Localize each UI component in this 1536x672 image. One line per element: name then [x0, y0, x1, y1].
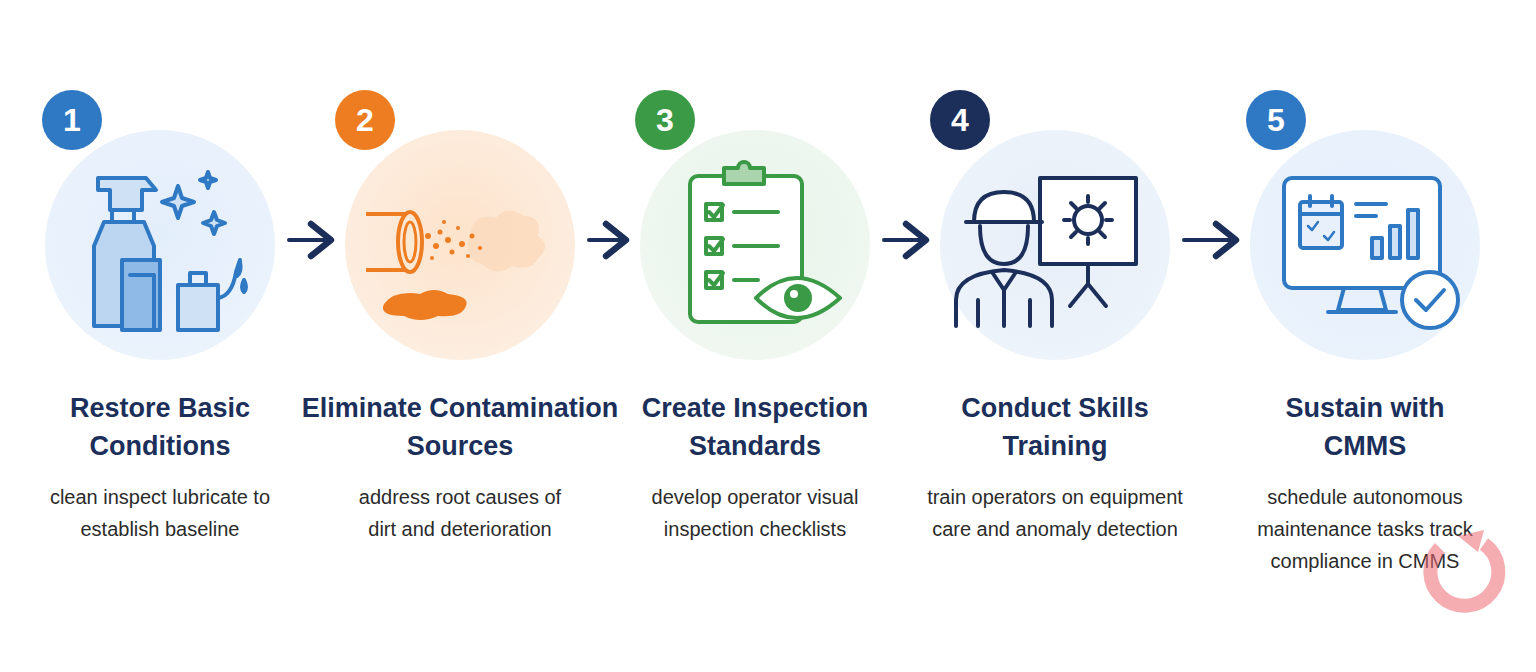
flow-arrow	[1184, 238, 1236, 242]
step-title: Conduct Skills Training	[940, 389, 1170, 465]
step-description: clean inspect lubricate to establish bas…	[48, 481, 273, 545]
step-number-badge: 2	[335, 90, 395, 150]
step-number-badge: 4	[930, 90, 990, 150]
step-description: develop operator visual inspection check…	[633, 481, 878, 545]
step-description: address root causes of dirt and deterior…	[344, 481, 576, 545]
step-title: Sustain with CMMS	[1260, 389, 1470, 465]
step-circle: Restore Basic Conditionsclean inspect lu…	[45, 130, 275, 360]
step-circle: Eliminate Contamination Sourcesaddress r…	[345, 130, 575, 360]
flow-arrow	[589, 238, 626, 242]
step-description: train operators on equipment care and an…	[908, 481, 1203, 545]
step-circle: Sustain with CMMSschedule autonomous mai…	[1250, 130, 1480, 360]
flow-arrow	[884, 238, 926, 242]
callout-number: 2	[356, 102, 374, 139]
step-circle: Create Inspection Standardsdevelop opera…	[640, 130, 870, 360]
step-title: Eliminate Contamination Sources	[295, 389, 625, 465]
step-circle: Conduct Skills Trainingtrain operators o…	[940, 130, 1170, 360]
callout-number: 1	[63, 102, 81, 139]
step-title: Restore Basic Conditions	[35, 389, 285, 465]
callout-number: 5	[1267, 102, 1285, 139]
callout-number: 4	[951, 102, 969, 139]
step-number-badge: 5	[1246, 90, 1306, 150]
flow-arrow	[289, 238, 331, 242]
callout-number: 3	[656, 102, 674, 139]
step-title: Create Inspection Standards	[610, 389, 900, 465]
step-description: schedule autonomous maintenance tasks tr…	[1238, 481, 1493, 577]
step-number-badge: 3	[635, 90, 695, 150]
step-number-badge: 1	[42, 90, 102, 150]
